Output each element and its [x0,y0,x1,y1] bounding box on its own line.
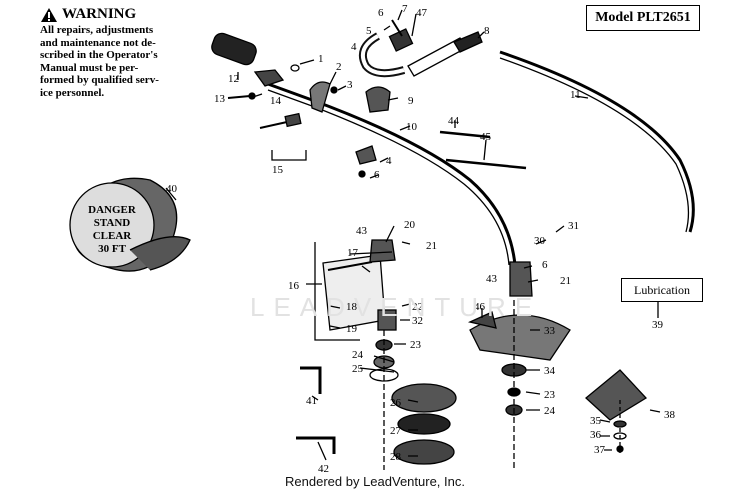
flex-shaft-11 [499,50,695,233]
part-number: 2 [336,61,342,73]
part-number: 36 [590,429,602,441]
part-number: 28 [390,451,402,463]
bracket-16 [314,242,360,341]
part-38 [585,369,648,421]
danger-line-3: CLEAR [93,230,133,242]
warning-title-row: WARNING [40,6,200,23]
part-number: 24 [544,405,556,417]
part-number: 3 [347,79,353,91]
part-number: 35 [590,415,602,427]
danger-decal-text: DANGER STAND CLEAR 30 FT [88,204,137,255]
part-number: 16 [288,280,300,292]
part-number: 22 [412,301,423,313]
part-32 [377,309,397,331]
clamp-2 [309,81,331,113]
clamp-43-right [509,261,533,297]
clamp-4-lower [355,145,377,165]
danger-decal [69,177,191,272]
handle-cap-8 [453,31,483,53]
credit-line: Rendered by LeadVenture, Inc. [285,474,465,489]
part-number: 10 [406,121,418,133]
part-number: 38 [664,409,676,421]
hex-key-41 [300,366,322,394]
part-number: 6 [374,169,380,181]
part-number: 32 [412,315,423,327]
clamp-9 [365,86,391,113]
part-number: 4 [386,155,392,167]
part-number: 11 [570,89,581,101]
part-number: 27 [390,425,402,437]
hex-key-42 [296,436,336,454]
part-number: 21 [560,275,571,287]
part-number: 7 [402,3,408,15]
drive-shaft [267,82,517,266]
part-number: 42 [318,463,329,475]
spring-27 [397,413,451,435]
warning-body: All repairs, adjustments and maintenance… [40,24,159,99]
model-label: Model PLT2651 [586,5,700,31]
knob-28 [393,439,455,465]
clamp-43-left [369,239,396,263]
part-number: 33 [544,325,556,337]
danger-line-2: STAND [94,217,131,229]
part-number: 24 [352,349,364,361]
warning-title: WARNING [62,6,137,22]
part-number: 19 [346,323,358,335]
part-number: 39 [652,319,664,331]
part-number: 34 [544,365,556,377]
part-number: 26 [390,397,402,409]
part-number: 41 [306,395,317,407]
part-number: 15 [272,164,284,176]
part-number-labels: 1 2 3 4 5 6 7 47 8 9 10 11 12 13 14 15 4… [166,3,676,475]
part-number: 14 [270,95,282,107]
part-number: 21 [426,240,437,252]
part-number: 40 [166,183,178,195]
handle-grip [211,32,257,66]
warning-notice: WARNING All repairs, adjustments and mai… [40,6,200,99]
part-number: 17 [347,247,359,259]
part-number: 6 [378,7,384,19]
part-number: 25 [352,363,364,375]
part-number: 23 [410,339,422,351]
part-number: 12 [228,73,239,85]
watermark: LEADVENTURE [250,292,542,322]
part-number: 23 [544,389,556,401]
part-number: 4 [351,41,357,53]
part-number: 5 [366,25,372,37]
part-number: 8 [484,25,490,37]
part-number: 45 [480,131,492,143]
part-number: 20 [404,219,416,231]
warning-triangle-icon [41,7,57,22]
danger-line-4: 30 FT [98,243,126,255]
bolt-13 [227,95,251,99]
part-number: 44 [448,115,460,127]
part-number: 9 [408,95,414,107]
drive-shaft-inner [267,89,510,266]
part-number: 1 [318,53,324,65]
blade-46 [467,311,497,329]
part-number: 37 [594,444,606,456]
part-number: 47 [416,7,428,19]
bracket-15 [271,150,307,161]
part-number: 31 [568,220,579,232]
part-number: 43 [486,273,498,285]
diagram-art [69,9,695,470]
part-number: 6 [542,259,548,271]
spool-26 [391,383,457,413]
part-number: 13 [214,93,226,105]
part-number: 18 [346,301,358,313]
danger-line-1: DANGER [88,204,137,216]
lubrication-label: Lubrication [621,278,703,302]
part-number: 46 [474,301,486,313]
throttle-trigger [253,69,285,87]
part-number: 30 [534,235,546,247]
part-number: 43 [356,225,368,237]
